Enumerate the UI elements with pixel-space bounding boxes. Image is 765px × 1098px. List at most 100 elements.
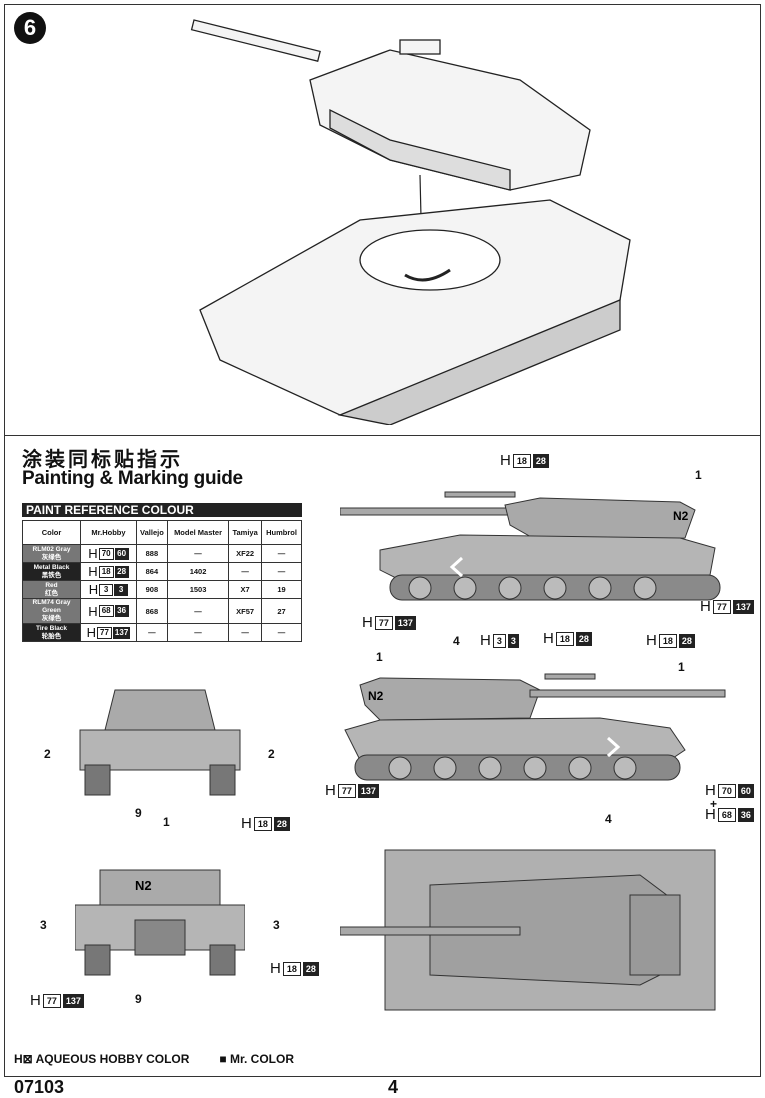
callout-hobby-number: 18 xyxy=(253,816,272,831)
section-title-en: Painting & Marking guide xyxy=(22,468,243,489)
tank-top-view xyxy=(340,849,716,1011)
callout-hobby-number: 77 xyxy=(42,993,61,1008)
callout-mr-number: 28 xyxy=(678,633,695,648)
callout-mr-number: 36 xyxy=(737,807,754,822)
callout-mr-number: 137 xyxy=(394,615,416,630)
decal-number: 2 xyxy=(44,747,51,761)
modelmaster-code: — xyxy=(166,598,230,624)
decal-number: 1 xyxy=(678,660,685,674)
tamiya-code: — xyxy=(228,562,263,581)
hobby-number: 77 xyxy=(97,626,112,639)
tank-rear-view: N2 xyxy=(75,869,245,976)
mr-color-number: 28 xyxy=(114,565,129,578)
header-modelmaster: Model Master xyxy=(166,520,230,545)
color-name-en: RLM74 Gray Green xyxy=(32,599,71,614)
callout-mr-number: 3 xyxy=(507,633,519,648)
legend-mr-color: ■ Mr. COLOR xyxy=(219,1052,294,1066)
callout-h: H xyxy=(700,598,711,615)
kit-code: 07103 xyxy=(14,1077,65,1097)
callout-h: H xyxy=(270,960,281,977)
decal-number: 1 xyxy=(695,468,702,482)
mr-color-number: 137 xyxy=(112,626,131,639)
callout-h: H xyxy=(543,630,554,647)
hobby-number: 70 xyxy=(98,547,114,560)
chevron-marking xyxy=(606,736,621,758)
table-header-row: Color Mr.Hobby Vallejo Model Master Tami… xyxy=(22,520,302,545)
callout-h: H xyxy=(325,782,336,799)
decal-number: 3 xyxy=(273,918,280,932)
vallejo-code: — xyxy=(135,623,168,642)
turret-drawing xyxy=(190,19,591,191)
assembly-illustration xyxy=(190,19,631,425)
callout-hobby-number: 18 xyxy=(512,453,531,468)
hobby-number: 68 xyxy=(98,605,114,617)
tank-side-view-right: N2 xyxy=(344,673,726,781)
humbrol-code: 27 xyxy=(261,598,302,624)
tank-front-view xyxy=(79,689,241,796)
color-name-cn: 红色 xyxy=(45,589,58,597)
callout-h: H xyxy=(646,632,657,649)
hull-marking: N2 xyxy=(673,509,689,523)
decal-number: 9 xyxy=(135,806,142,820)
callout-mr-number: 60 xyxy=(737,783,754,798)
callout-h: H xyxy=(705,782,716,799)
page-number: 4 xyxy=(388,1077,399,1097)
page-frame xyxy=(4,4,761,1077)
color-name-cn: 黑铁色 xyxy=(41,571,62,579)
tamiya-code: XF22 xyxy=(228,544,263,563)
header-vallejo: Vallejo xyxy=(135,520,168,545)
mr-color-number: 3 xyxy=(114,583,129,596)
header-color: Color xyxy=(22,520,81,545)
callout-hobby-number: 68 xyxy=(717,807,736,822)
decal-number: 2 xyxy=(268,747,275,761)
color-name-en: Red xyxy=(45,581,58,589)
color-name-en: Metal Black xyxy=(33,563,70,571)
hull-marking: N2 xyxy=(135,878,152,893)
callout-h: H xyxy=(362,614,373,631)
callout-mr-number: 28 xyxy=(532,453,549,468)
decal-number: 1 xyxy=(163,815,170,829)
tamiya-code: X7 xyxy=(228,580,263,599)
callout-hobby-number: 18 xyxy=(282,961,301,976)
hull-marking: N2 xyxy=(368,689,384,703)
callout-h: H xyxy=(30,992,41,1009)
callout-hobby-number: 77 xyxy=(337,783,356,798)
chevron-marking xyxy=(449,556,464,578)
callout-hobby-number: 3 xyxy=(492,633,506,648)
callout-h: H xyxy=(480,632,491,649)
callout-mr-number: 28 xyxy=(273,816,290,831)
callout-h: H xyxy=(241,815,252,832)
callout-mr-number: 28 xyxy=(302,961,319,976)
tamiya-code: — xyxy=(228,623,263,642)
callout-mr-number: 28 xyxy=(575,631,592,646)
callout-hobby-number: 70 xyxy=(717,783,736,798)
vallejo-code: 888 xyxy=(135,544,168,563)
legend-aqueous: H⊠ AQUEOUS HOBBY COLOR xyxy=(14,1052,190,1066)
humbrol-code: — xyxy=(261,562,302,581)
step-number: 6 xyxy=(14,12,46,44)
callout-mr-number: 137 xyxy=(62,993,84,1008)
paint-reference-table: Color Mr.Hobby Vallejo Model Master Tami… xyxy=(22,520,302,642)
color-name-cn: 灰绿色 xyxy=(41,553,62,561)
humbrol-code: — xyxy=(261,623,302,642)
tank-side-view-left: N2 xyxy=(340,491,721,601)
